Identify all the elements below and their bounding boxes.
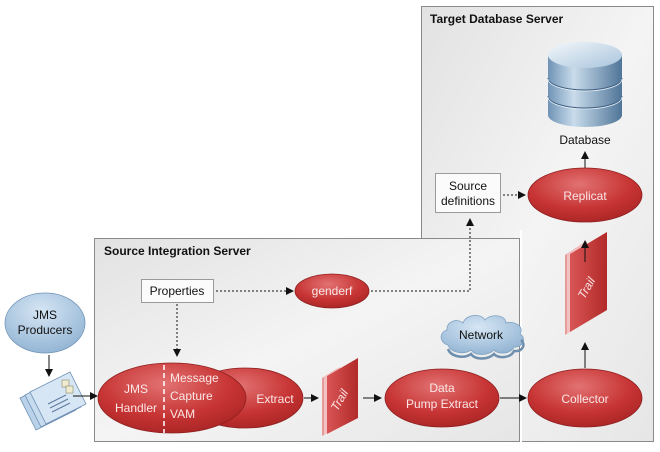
target-server-label: Target Database Server: [430, 12, 564, 26]
data-pump-line1: Data: [429, 381, 455, 395]
genderf-node[interactable]: genderf: [294, 273, 370, 309]
data-pump-extract-node[interactable]: Data Pump Extract: [384, 368, 500, 428]
jms-producers-line2: Producers: [18, 323, 73, 337]
network-cloud-icon: Network: [440, 315, 525, 360]
replicat-node[interactable]: Replicat: [527, 167, 643, 223]
source-server-label: Source Integration Server: [104, 244, 251, 258]
vam-line2: Capture: [170, 389, 213, 403]
jms-messages-icon: [19, 371, 87, 431]
jms-handler-vam-node[interactable]: JMS Handler Message Capture VAM: [97, 362, 247, 434]
jms-handler-line2: Handler: [115, 401, 157, 415]
jms-handler-line1: JMS: [124, 382, 148, 396]
source-definitions-line2: definitions: [441, 194, 495, 208]
trail-target-icon: Trail: [565, 232, 607, 335]
jms-producers-node[interactable]: JMS Producers: [4, 292, 86, 354]
data-pump-line2: Pump Extract: [406, 397, 479, 411]
database-label: Database: [559, 133, 611, 147]
jms-producers-line1: JMS: [33, 308, 57, 322]
trail-source-icon: Trail: [322, 358, 358, 436]
database-icon: [547, 42, 623, 127]
extract-label: Extract: [256, 392, 294, 406]
collector-node[interactable]: Collector: [527, 368, 643, 428]
source-definitions-node[interactable]: Source definitions: [435, 173, 501, 213]
genderf-label: genderf: [312, 284, 353, 298]
replicat-label: Replicat: [563, 189, 607, 203]
vam-line1: Message: [170, 371, 219, 385]
properties-node[interactable]: Properties: [141, 279, 214, 303]
source-definitions-line1: Source: [449, 179, 487, 193]
properties-label: Properties: [150, 284, 205, 298]
network-label: Network: [459, 328, 504, 342]
collector-label: Collector: [561, 392, 608, 406]
vam-line3: VAM: [170, 407, 195, 421]
arrow-genderf-to-sourcedefs: [371, 218, 474, 292]
